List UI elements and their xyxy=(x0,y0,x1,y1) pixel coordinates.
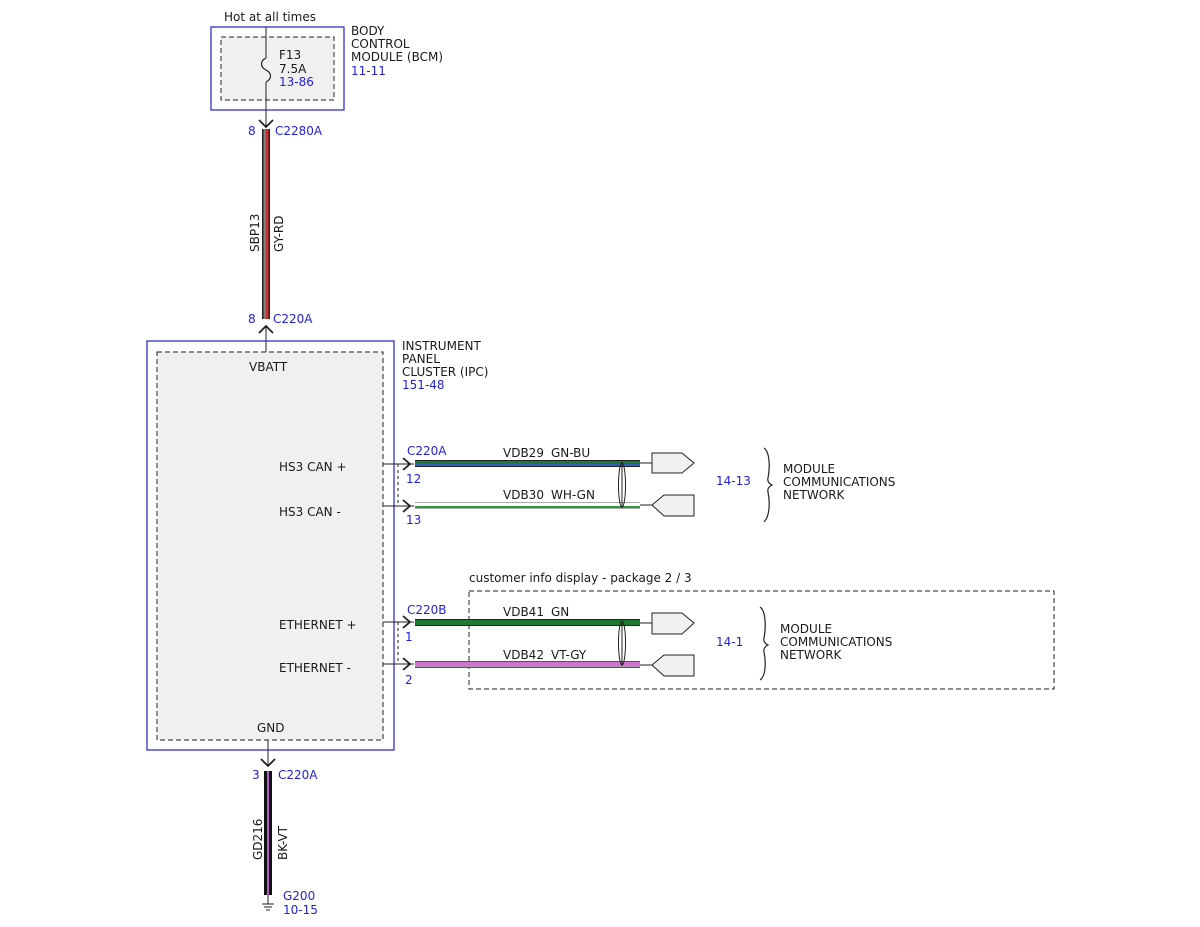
power-wire-gray xyxy=(263,129,266,319)
ipc-top-pin[interactable]: 8 xyxy=(248,312,256,326)
can-twist-symbol xyxy=(618,462,626,508)
can-plus-connector-symbol xyxy=(402,457,412,471)
bcm-connector-pin[interactable]: 8 xyxy=(248,124,256,138)
gnd-wire-color: BK-VT xyxy=(276,825,290,860)
eth-network-ref[interactable]: 14-1 xyxy=(716,635,743,649)
bcm-connector-symbol xyxy=(258,119,274,129)
wire-vdb29-green xyxy=(415,461,640,464)
eth-pin-plus[interactable]: 1 xyxy=(405,630,413,644)
eth-network-line2: COMMUNICATIONS xyxy=(780,635,892,649)
power-wire-circuit: SBP13 xyxy=(248,214,262,252)
bcm-name-line1: BODY xyxy=(351,24,385,38)
power-wire-red xyxy=(265,129,269,319)
wire-vdb42-circuit: VDB42 xyxy=(503,648,544,662)
ipc-top-connector[interactable]: C220A xyxy=(273,312,313,326)
power-wire-color: GY-RD xyxy=(272,215,286,252)
wire-vdb29-color: GN-BU xyxy=(551,446,590,460)
ipc-name-line2: PANEL xyxy=(402,352,440,366)
fuse-icon xyxy=(260,57,272,83)
bcm-name-line3: MODULE (BCM) xyxy=(351,50,443,64)
wire-vdb29-blue xyxy=(415,464,640,466)
wire-vdb41-green xyxy=(415,620,640,625)
can-connector-name[interactable]: C220A xyxy=(407,444,447,458)
eth-twist-symbol xyxy=(618,620,626,666)
wire-vdb42-gray xyxy=(415,665,640,667)
fuse-name: F13 xyxy=(279,48,301,62)
ipc-pin-ethernet-minus: ETHERNET - xyxy=(279,661,351,675)
fuse-rating: 7.5A xyxy=(279,62,307,76)
eth-plus-connector-symbol xyxy=(402,615,412,629)
ipc-pin-hs3-can-minus: HS3 CAN - xyxy=(279,505,341,519)
gnd-point-name[interactable]: G200 xyxy=(283,889,315,903)
ipc-gnd-label: GND xyxy=(257,721,285,735)
gnd-connector-name[interactable]: C220A xyxy=(278,768,318,782)
eth-network-brace xyxy=(759,606,770,681)
gnd-connector-pin[interactable]: 3 xyxy=(252,768,260,782)
ipc-pin-hs3-can-plus: HS3 CAN + xyxy=(279,460,347,474)
wire-vdb41-color: GN xyxy=(551,605,569,619)
eth-minus-connector-symbol xyxy=(402,657,412,671)
wire-vdb29-circuit: VDB29 xyxy=(503,446,544,460)
ipc-ref[interactable]: 151-48 xyxy=(402,378,445,392)
ipc-name-line1: INSTRUMENT xyxy=(402,339,481,353)
ipc-vbatt-label: VBATT xyxy=(249,360,288,374)
can-minus-connector-symbol xyxy=(402,499,412,513)
can-minus-terminal[interactable] xyxy=(651,494,695,517)
eth-network-line3: NETWORK xyxy=(780,648,843,662)
fuse-ref[interactable]: 13-86 xyxy=(279,75,314,89)
eth-pin-minus[interactable]: 2 xyxy=(405,673,413,687)
can-network-line2: COMMUNICATIONS xyxy=(783,475,895,489)
can-plus-terminal[interactable] xyxy=(651,452,695,474)
bcm-inner-dashed xyxy=(220,36,335,101)
wire-vdb30-color: WH-GN xyxy=(551,488,595,502)
bcm-name-line2: CONTROL xyxy=(351,37,410,51)
can-pin-plus[interactable]: 12 xyxy=(406,472,421,486)
can-network-line1: MODULE xyxy=(783,462,835,476)
hot-at-all-times-label: Hot at all times xyxy=(224,10,316,24)
bcm-connector-name[interactable]: C2280A xyxy=(275,124,323,138)
can-network-brace xyxy=(763,447,774,523)
bcm-ref[interactable]: 11-11 xyxy=(351,64,386,78)
can-network-line3: NETWORK xyxy=(783,488,846,502)
gnd-wire-violet xyxy=(267,771,269,895)
ipc-pin-ethernet-plus: ETHERNET + xyxy=(279,618,357,632)
wire-vdb30-circuit: VDB30 xyxy=(503,488,544,502)
eth-connector-name[interactable]: C220B xyxy=(407,603,447,617)
ipc-name-line3: CLUSTER (IPC) xyxy=(402,365,488,379)
eth-minus-terminal[interactable] xyxy=(651,654,695,677)
wire-vdb41-circuit: VDB41 xyxy=(503,605,544,619)
gnd-wire-circuit: GD216 xyxy=(251,819,265,860)
eth-network-line1: MODULE xyxy=(780,622,832,636)
eth-plus-terminal[interactable] xyxy=(651,612,695,635)
wire-vdb42-color: VT-GY xyxy=(551,648,587,662)
eth-option-label: customer info display - package 2 / 3 xyxy=(469,571,692,585)
bcm-outline xyxy=(210,26,345,111)
can-network-ref[interactable]: 14-13 xyxy=(716,474,751,488)
can-pin-minus[interactable]: 13 xyxy=(406,513,421,527)
wire-vdb30-white xyxy=(415,503,640,506)
wire-vdb42-violet xyxy=(415,662,640,665)
gnd-point-ref[interactable]: 10-15 xyxy=(283,903,318,917)
gnd-connector-symbol xyxy=(260,758,276,768)
eth-option-box xyxy=(468,590,1055,690)
wire-vdb30-green xyxy=(415,506,640,508)
ground-icon xyxy=(262,903,274,911)
ipc-inner-dashed xyxy=(156,351,384,741)
ipc-outline xyxy=(146,340,395,751)
